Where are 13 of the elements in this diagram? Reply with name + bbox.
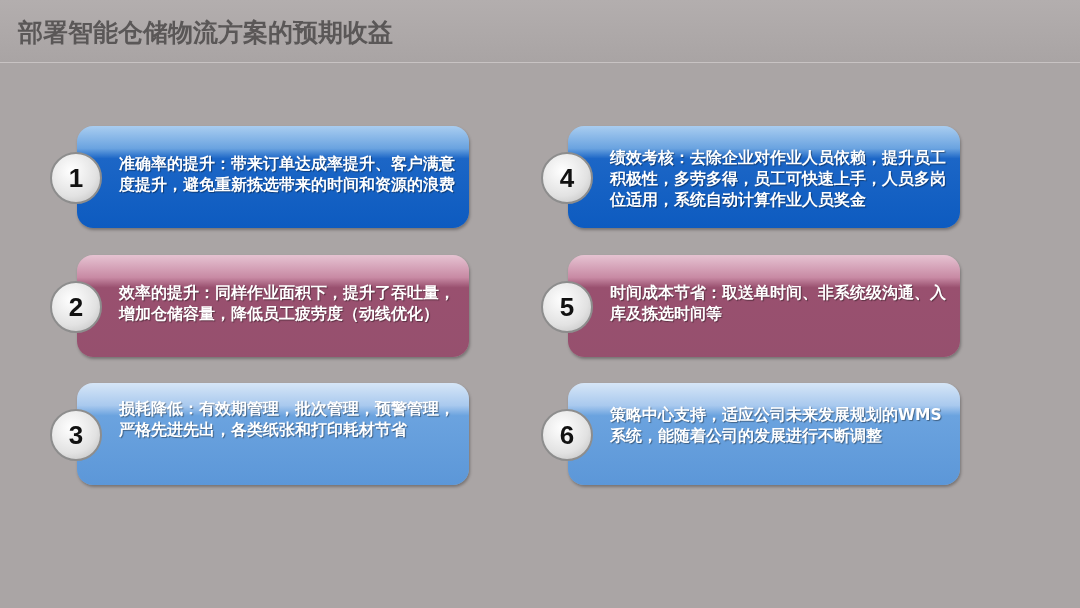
benefit-text: 效率的提升：同样作业面积下，提升了吞吐量，增加仓储容量，降低员工疲劳度（动线优化） [119, 283, 455, 325]
number-circle: 3 [50, 409, 102, 461]
benefit-text: 策略中心支持，适应公司未来发展规划的WMS系统，能随着公司的发展进行不断调整 [610, 405, 943, 447]
number-circle: 5 [541, 281, 593, 333]
benefit-text: 损耗降低：有效期管理，批次管理，预警管理，严格先进先出，各类纸张和打印耗材节省 [119, 399, 455, 441]
benefit-text: 绩效考核：去除企业对作业人员依赖，提升员工积极性，多劳多得，员工可快速上手，人员多岗位适用，系统自动计算作业人员奖金 [610, 148, 946, 211]
benefit-text: 准确率的提升：带来订单达成率提升、客户满意度提升，避免重新拣选带来的时间和资源的浪费 [119, 154, 455, 196]
slide-title: 部署智能仓储物流方案的预期收益 [18, 17, 393, 49]
number-circle: 6 [541, 409, 593, 461]
number-circle: 4 [541, 152, 593, 204]
number-circle: 1 [50, 152, 102, 204]
benefit-text: 时间成本节省：取送单时间、非系统级沟通、入库及拣选时间等 [610, 283, 946, 325]
number-circle: 2 [50, 281, 102, 333]
